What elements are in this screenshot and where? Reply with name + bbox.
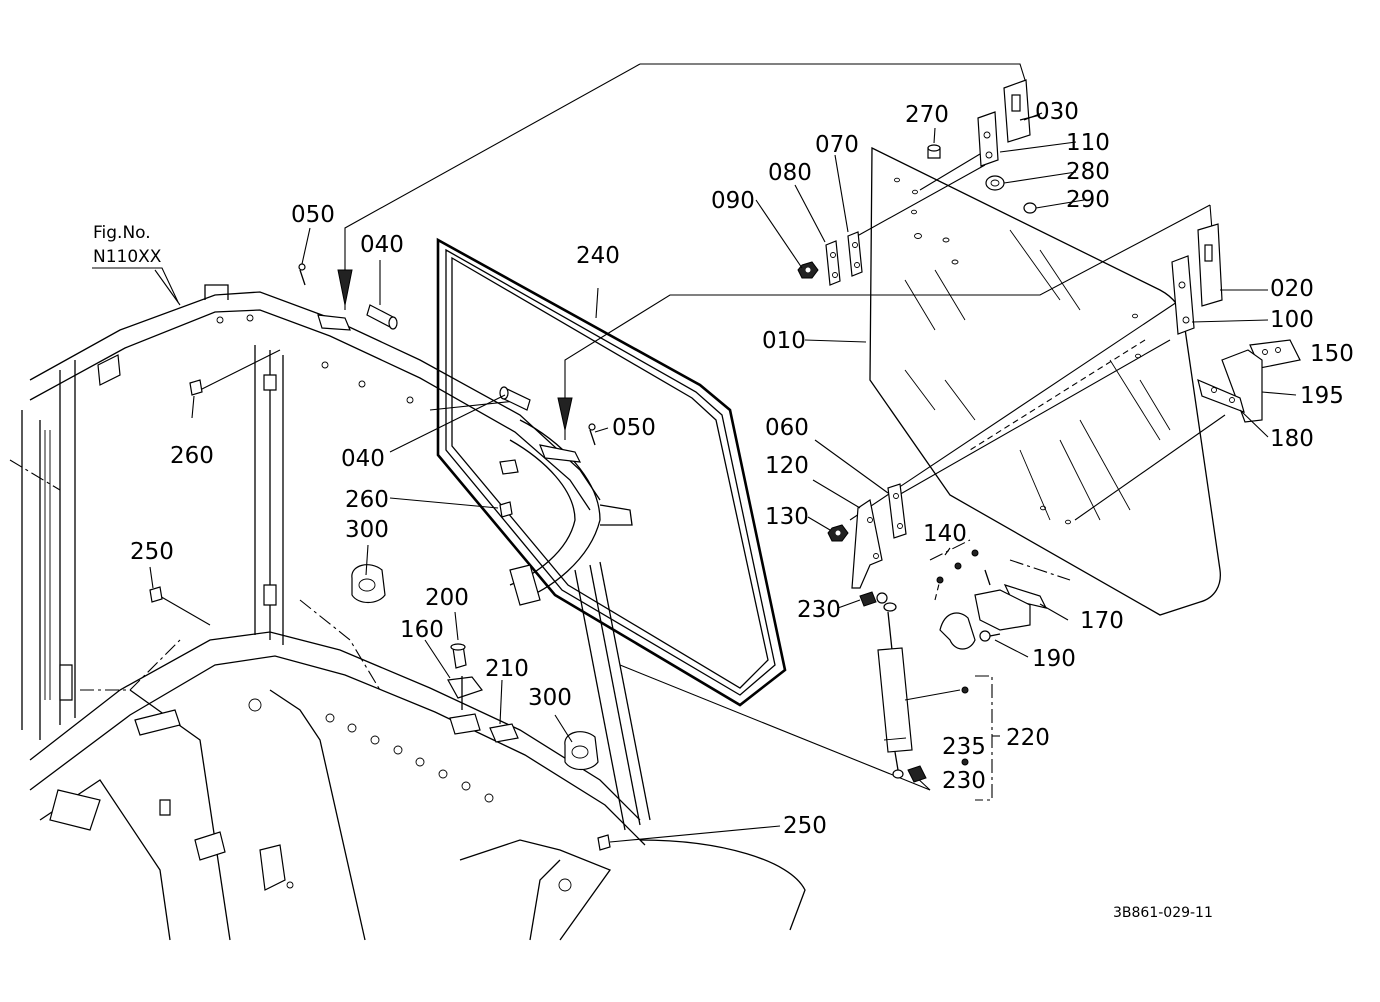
callout-250-bottom: 250 — [783, 813, 827, 839]
callout-220: 220 — [1006, 725, 1050, 751]
callout-200: 200 — [425, 585, 469, 611]
callout-180: 180 — [1270, 426, 1314, 452]
callout-080: 080 — [768, 160, 812, 186]
callout-230-bottom: 230 — [942, 768, 986, 794]
callout-120: 120 — [765, 453, 809, 479]
gas-strut-220 — [877, 602, 993, 801]
callout-230-top: 230 — [797, 597, 841, 623]
cab-frame — [9, 284, 806, 941]
callout-140: 140 — [923, 521, 967, 547]
callout-150: 150 — [1310, 341, 1354, 367]
assembly-lines — [157, 63, 1226, 791]
callout-160: 160 — [400, 617, 444, 643]
callout-020: 020 — [1270, 276, 1314, 302]
fig-label: Fig.No. — [93, 223, 151, 243]
latch-assembly — [929, 539, 1071, 650]
fig-number: N110XX — [93, 247, 162, 267]
callout-290: 290 — [1066, 187, 1110, 213]
callout-010: 010 — [762, 328, 806, 354]
leader-lines — [149, 112, 1297, 843]
small-parts — [149, 263, 611, 851]
callout-300-bottom: 300 — [528, 685, 572, 711]
callouts: 030 110 280 290 270 070 080 090 020 100 … — [130, 99, 1354, 839]
glass-door-010 — [869, 146, 1221, 616]
hinge-upper — [797, 79, 1041, 286]
callout-170: 170 — [1080, 608, 1124, 634]
callout-260-right: 260 — [345, 487, 389, 513]
callout-235: 235 — [942, 734, 986, 760]
callout-050-right: 050 — [612, 415, 656, 441]
callout-130: 130 — [765, 504, 809, 530]
callout-040-top: 040 — [360, 232, 404, 258]
figure-info: Fig.No. N110XX 3B861-029-11 — [92, 223, 1213, 921]
hinge-lower — [1171, 223, 1301, 423]
callout-030: 030 — [1035, 99, 1079, 125]
callout-190: 190 — [1032, 646, 1076, 672]
callout-210: 210 — [485, 656, 529, 682]
callout-060: 060 — [765, 415, 809, 441]
callout-195: 195 — [1300, 383, 1344, 409]
callout-100: 100 — [1270, 307, 1314, 333]
callout-240: 240 — [576, 243, 620, 269]
callout-250-left: 250 — [130, 539, 174, 565]
callout-300-top: 300 — [345, 517, 389, 543]
callout-090: 090 — [711, 188, 755, 214]
callout-260-left: 260 — [170, 443, 214, 469]
callout-280: 280 — [1066, 159, 1110, 185]
callout-040-bottom: 040 — [341, 446, 385, 472]
callout-070: 070 — [815, 132, 859, 158]
hinge-bottom-left — [827, 483, 907, 607]
callout-270: 270 — [905, 102, 949, 128]
callout-110: 110 — [1066, 130, 1110, 156]
drawing-code: 3B861-029-11 — [1113, 905, 1213, 921]
weatherstrip-240 — [436, 237, 787, 707]
callout-050-left: 050 — [291, 202, 335, 228]
